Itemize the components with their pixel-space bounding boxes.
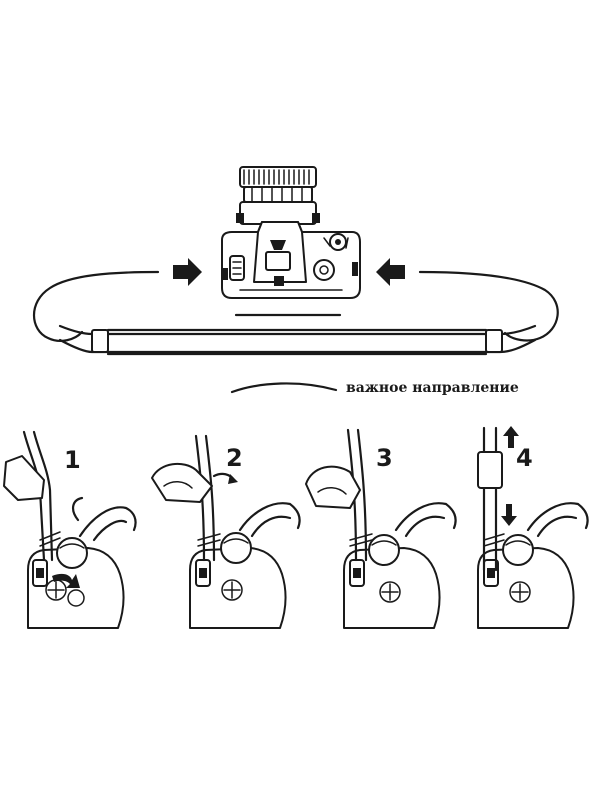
arrow-up-icon: [503, 426, 519, 448]
strap-cord-left: [33, 270, 160, 342]
step-4-number: 4: [516, 444, 533, 472]
direction-curve-icon: [230, 382, 338, 394]
arrow-left-icon: [376, 258, 405, 286]
step-3-illustration: 3: [305, 428, 457, 629]
direction-caption: важное направление: [346, 380, 519, 396]
step-4-illustration: 4: [477, 426, 589, 629]
step-1-number: 1: [64, 446, 81, 474]
arrow-down-icon: [501, 504, 517, 526]
strap-pad: [58, 324, 537, 356]
step-3-number: 3: [376, 444, 393, 472]
arrow-right-icon: [173, 258, 202, 286]
step-2-number: 2: [226, 444, 243, 472]
strap-overview: [33, 166, 559, 356]
strap-cord-right: [418, 270, 559, 342]
step-1-illustration: 1: [3, 430, 137, 629]
camera-illustration: [221, 166, 361, 299]
direction-legend: важное направление: [230, 380, 519, 396]
step-2-illustration: 2: [151, 434, 301, 629]
